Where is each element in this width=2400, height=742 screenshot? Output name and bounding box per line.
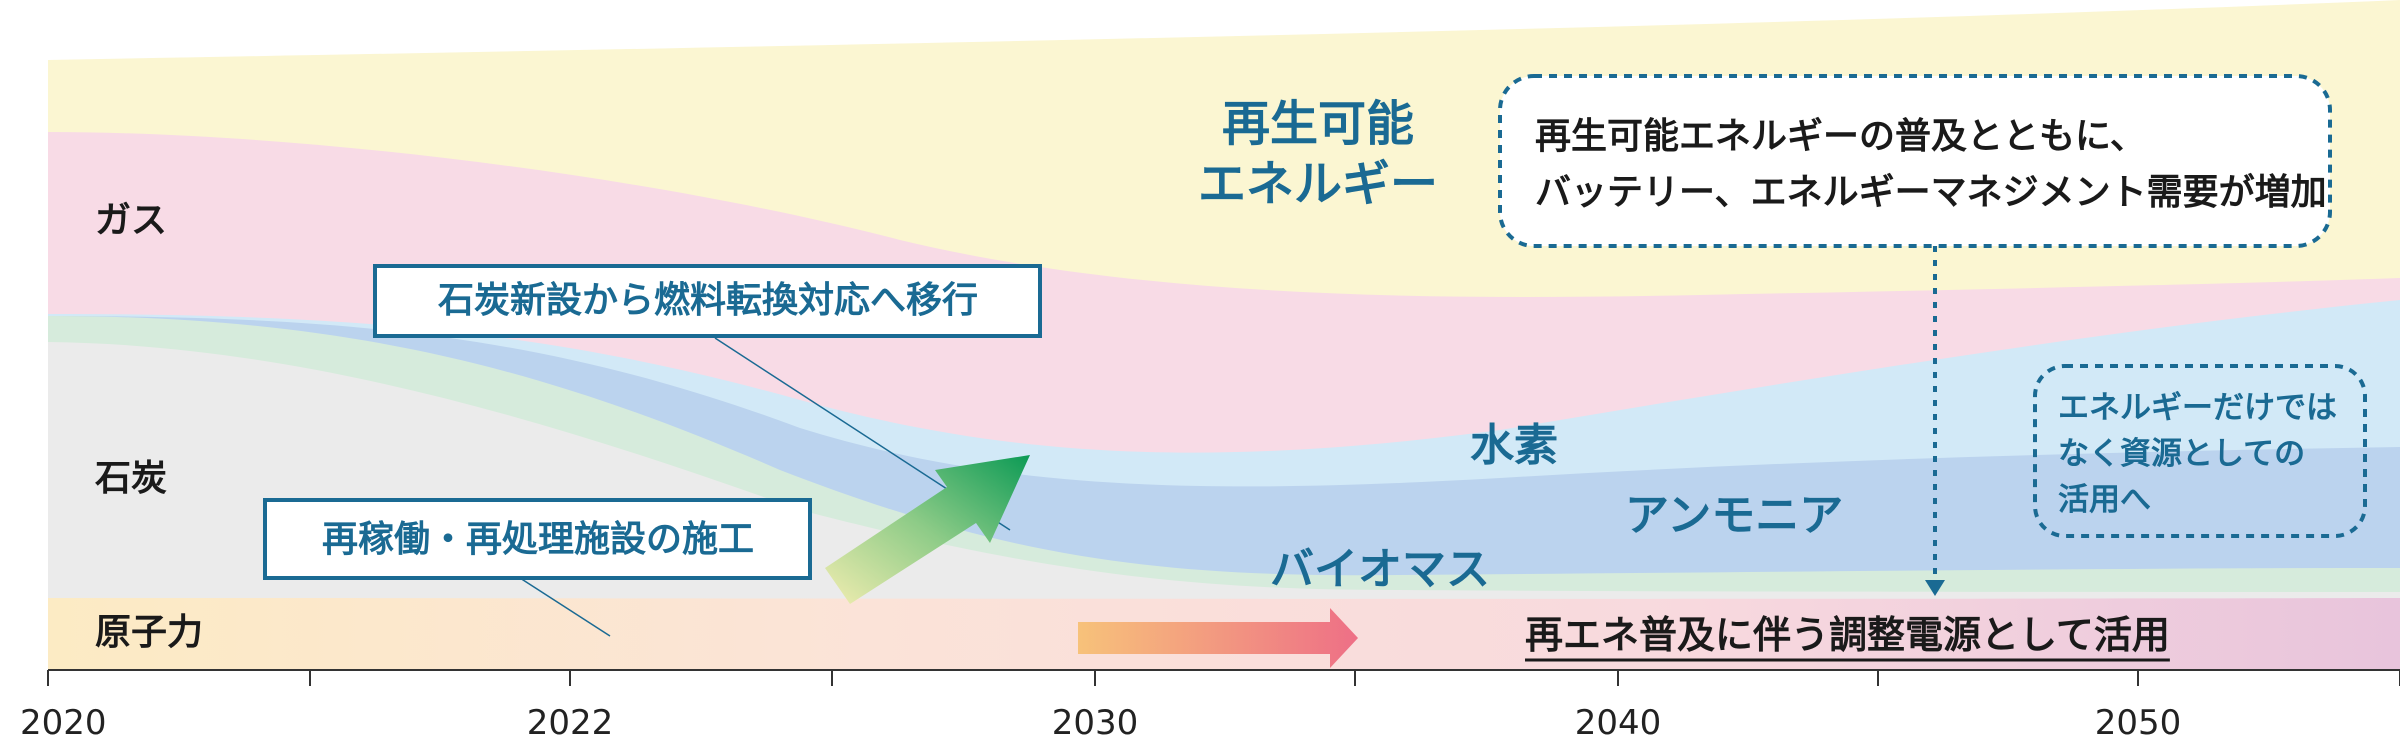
series-label-ammonia: アンモニア [1625, 490, 1843, 541]
hydrogen-note-box [2033, 364, 2367, 538]
renewables-note-arrowhead [1925, 580, 1945, 596]
series-label-gas: ガス [95, 200, 167, 241]
coal-transition-box [373, 264, 1042, 338]
series-label-nuclear: 原子力 [95, 612, 203, 653]
nuclear-restart-leader [519, 577, 611, 637]
tick-label-2020: 2020 [20, 703, 107, 742]
tick-label-2040: 2040 [1575, 703, 1662, 742]
renewLabel-line: 再生可能 [1222, 96, 1414, 152]
nuclear-restart-text: 再稼働・再処理施設の施工 [322, 519, 754, 560]
series-label-hydrogen: 水素 [1470, 420, 1558, 471]
renewables-note-text: 再生可能エネルギーの普及とともに、バッテリー、エネルギーマネジメント需要が増加 [1535, 116, 2327, 213]
renewNote-line: 再生可能エネルギーの普及とともに、 [1535, 116, 2146, 157]
hydrogen-note-text: エネルギーだけではなく資源としての活用へ [2058, 390, 2337, 518]
tick-label-2030: 2030 [1052, 703, 1139, 742]
hydroNote-line: なく資源としての [2058, 436, 2305, 472]
nuclear-restart-box [263, 498, 812, 580]
hydroNote-line: エネルギーだけでは [2058, 390, 2337, 426]
coal-area [48, 342, 2400, 670]
renewables-note-box [1498, 74, 2332, 248]
series-label-biomass: バイオマス [1270, 544, 1490, 595]
transition-arrow [825, 455, 1030, 604]
tick-label-2050: 2050 [2095, 703, 2182, 742]
series-label-renewables: 再生可能エネルギー [1198, 96, 1438, 212]
tick-label-2022: 2022 [527, 703, 614, 742]
renewNote-line: バッテリー、エネルギーマネジメント需要が増加 [1535, 172, 2327, 213]
renewLabel-line: エネルギー [1198, 156, 1438, 212]
hydroNote-line: 活用へ [2058, 482, 2151, 518]
x-axis-ticks [47, 670, 2400, 686]
coal-transition-text: 石炭新設から燃料転換対応へ移行 [438, 280, 978, 321]
nuclear-role-text: 再エネ普及に伴う調整電源として活用 [1525, 613, 2170, 657]
regulating-power-arrow [1078, 608, 1358, 668]
x-axis-tick-labels: 2020 2022 2030 2040 2050 [20, 703, 2181, 742]
series-label-coal: 石炭 [95, 458, 167, 499]
